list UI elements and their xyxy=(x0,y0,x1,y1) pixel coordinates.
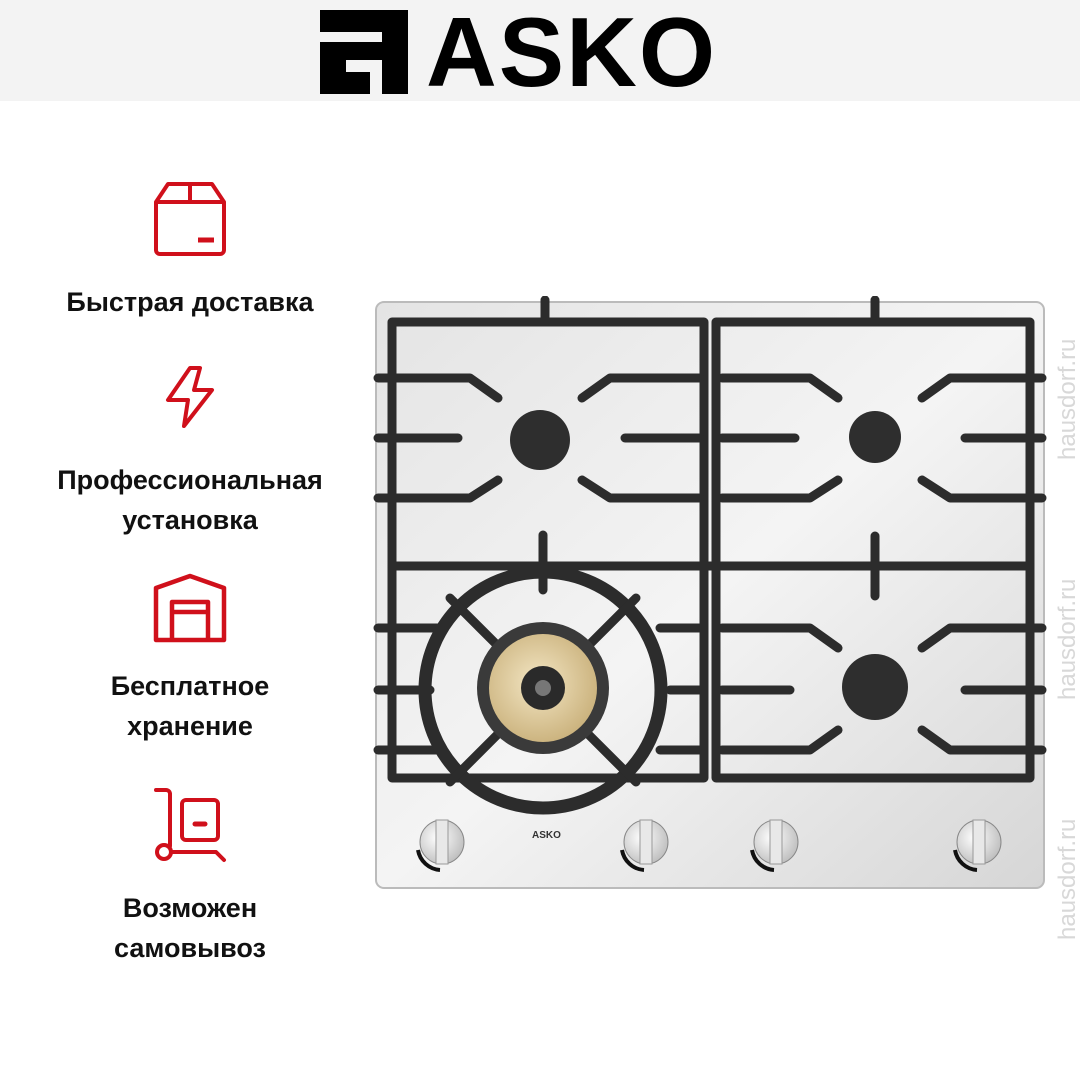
feature-label: хранение xyxy=(127,711,253,741)
knob xyxy=(750,819,799,872)
feature-installation: Профессиональная установка xyxy=(20,364,360,540)
feature-label: самовывоз xyxy=(114,933,266,963)
feature-fast-delivery: Быстрая доставка xyxy=(20,180,360,322)
box-icon xyxy=(154,182,226,256)
brand-header: ASKO xyxy=(0,0,1080,101)
burner-bottom-right xyxy=(842,654,908,720)
watermark-text: hausdorf.ru xyxy=(1054,818,1080,940)
feature-pickup: Возможен самовывоз xyxy=(20,786,360,968)
feature-label: установка xyxy=(122,505,258,535)
knob xyxy=(620,819,669,872)
feature-label: Быстрая доставка xyxy=(66,287,314,317)
watermark-text: hausdorf.ru xyxy=(1054,338,1080,460)
burner-wok xyxy=(477,622,609,754)
watermark-text: hausdorf.ru xyxy=(1054,578,1080,700)
watermark: hausdorf.ru hausdorf.ru hausdorf.ru xyxy=(1050,300,1080,1080)
feature-label: Профессиональная xyxy=(57,465,323,495)
cart-icon xyxy=(154,788,226,862)
feature-label: Бесплатное xyxy=(110,671,270,701)
brand-name: ASKO xyxy=(426,0,718,107)
lightning-icon xyxy=(166,366,214,428)
warehouse-icon xyxy=(153,573,227,643)
feature-label: Возможен xyxy=(122,893,258,923)
panel-brand-label: ASKO xyxy=(532,830,561,841)
gas-hob-image: ASKO xyxy=(373,296,1047,889)
feature-storage: Бесплатное хранение xyxy=(20,572,360,746)
burner-top-left xyxy=(510,410,570,470)
burner-top-right xyxy=(849,411,901,463)
grate-right xyxy=(711,317,1035,783)
asko-logo: ASKO xyxy=(320,3,717,101)
control-knobs xyxy=(416,819,1002,872)
knob xyxy=(416,819,465,872)
asko-logo-mark-icon xyxy=(320,10,408,94)
knob xyxy=(953,819,1002,872)
